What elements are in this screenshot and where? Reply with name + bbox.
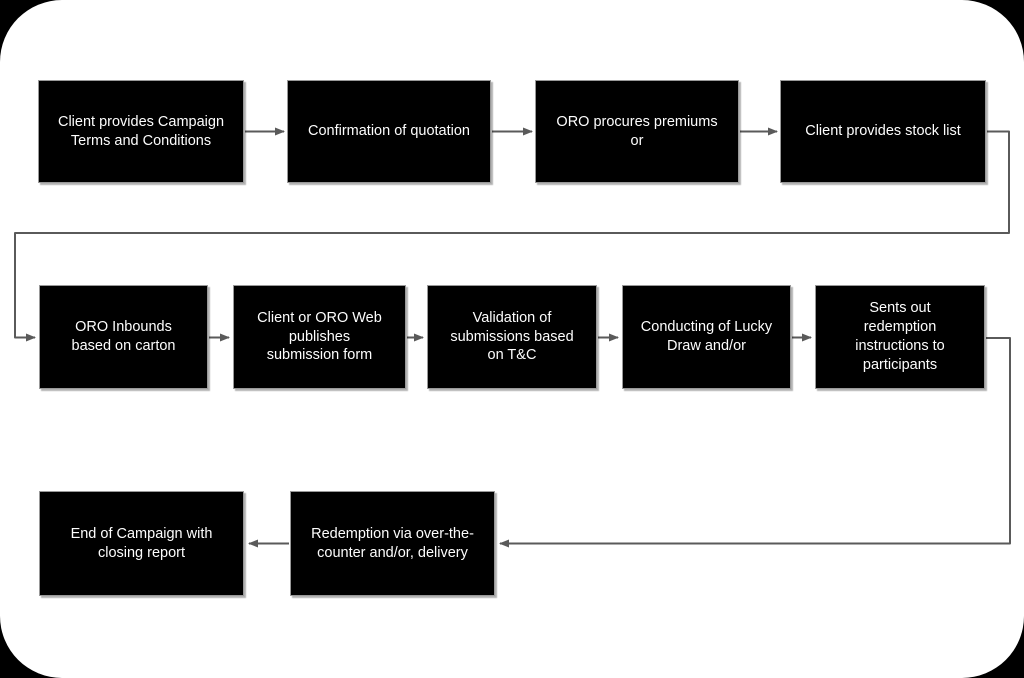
node-confirmation-quotation: Confirmation of quotation xyxy=(287,80,491,183)
node-oro-inbounds: ORO Inbounds based on carton xyxy=(39,285,208,389)
node-redemption-instructions: Sents out redemption instructions to par… xyxy=(815,285,985,389)
node-client-terms: Client provides Campaign Terms and Condi… xyxy=(38,80,244,183)
node-end-of-campaign: End of Campaign with closing report xyxy=(39,491,244,596)
node-publish-submission-form: Client or ORO Web publishes submission f… xyxy=(233,285,406,389)
node-oro-procures-premiums: ORO procures premiums or xyxy=(535,80,739,183)
node-client-stock-list: Client provides stock list xyxy=(780,80,986,183)
node-redemption-delivery: Redemption via over-the- counter and/or,… xyxy=(290,491,495,596)
node-validation-submissions: Validation of submissions based on T&C xyxy=(427,285,597,389)
node-lucky-draw: Conducting of Lucky Draw and/or xyxy=(622,285,791,389)
